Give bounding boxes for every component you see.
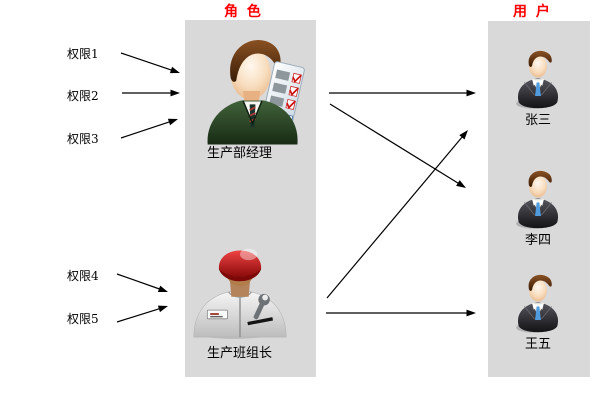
arrow-perm4-to-foreman: [116, 273, 163, 291]
manager-with-checklist-icon: [207, 40, 305, 145]
permission-label-5: 权限5: [67, 312, 99, 326]
arrow-perm1-to-manager: [169, 66, 180, 74]
role-manager-label: 生产部经理: [207, 146, 273, 161]
role-foreman-label: 生产班组长: [207, 346, 273, 361]
businessman-icon: [510, 48, 566, 112]
arrow-foreman-to-zhangsan: [459, 130, 468, 140]
permission-label-1: 权限1: [67, 47, 99, 61]
arrow-perm5-to-foreman: [157, 305, 168, 313]
arrow-perm2-to-manager: [170, 89, 180, 97]
arrow-perm5-to-foreman: [116, 307, 163, 323]
user-zhangsan-label: 张三: [524, 113, 551, 128]
arrow-foreman-to-wangwu: [466, 309, 476, 317]
role-node-manager: 生产部经理: [201, 37, 313, 161]
user-node-lisi: 李四: [510, 168, 566, 248]
user-node-zhangsan: 张三: [510, 48, 566, 128]
arrow-manager-to-lisi: [456, 180, 466, 188]
permission-label-3: 权限3: [67, 132, 99, 146]
arrow-manager-to-zhangsan: [466, 89, 476, 97]
permission-label-4: 权限4: [67, 269, 99, 283]
arrow-foreman-to-zhangsan: [326, 134, 465, 299]
role-node-foreman: 生产班组长: [190, 237, 302, 361]
businessman-icon: [510, 168, 566, 232]
arrow-perm1-to-manager: [120, 52, 175, 72]
user-node-wangwu: 王五: [510, 272, 566, 352]
permission-label-2: 权限2: [67, 89, 99, 103]
businessman-icon: [510, 272, 566, 336]
arrow-perm4-to-foreman: [157, 285, 168, 293]
arrow-manager-to-lisi: [329, 103, 462, 186]
arrow-perm3-to-manager: [167, 118, 178, 126]
arrow-perm3-to-manager: [120, 120, 173, 139]
roles-column-header: 角 色: [224, 4, 263, 20]
users-column-header: 用 户: [513, 4, 552, 20]
worker-red-cap-icon: [193, 248, 287, 339]
user-lisi-label: 李四: [524, 233, 551, 248]
user-wangwu-label: 王五: [524, 337, 551, 352]
